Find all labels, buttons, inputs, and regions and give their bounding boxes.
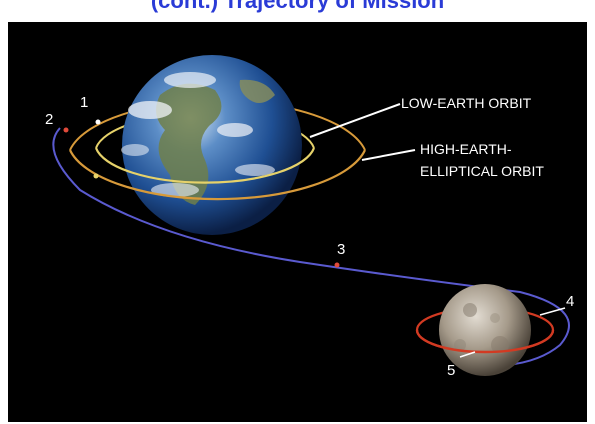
high-earth-orbit-front <box>69 149 366 201</box>
marker-label-4: 4 <box>566 293 574 310</box>
label-low-earth-orbit: LOW-EARTH ORBIT <box>401 95 532 111</box>
marker-label-1: 1 <box>80 94 88 111</box>
leader-line-4 <box>539 307 566 316</box>
leader-line-low-earth <box>309 103 401 138</box>
marker-label-5: 5 <box>447 362 455 379</box>
lunar-orbit-front <box>415 329 555 354</box>
marker-dot-2 <box>63 127 69 133</box>
trajectory-path <box>52 127 570 367</box>
low-earth-orbit-front <box>94 147 316 184</box>
moon <box>439 284 531 376</box>
earth <box>121 55 302 235</box>
caption-text: (cont.) Trajectory of Mission <box>150 0 445 13</box>
marker-dot-1 <box>95 119 101 125</box>
leader-line-5 <box>459 351 476 358</box>
leader-line-high-earth <box>361 149 416 161</box>
marker-dot-3 <box>334 262 340 268</box>
marker-label-2: 2 <box>45 111 53 128</box>
label-high-earth-line1: HIGH-EARTH- <box>420 141 512 157</box>
marker-dot-low <box>93 173 99 179</box>
marker-label-3: 3 <box>337 241 345 258</box>
label-high-earth-line2: ELLIPTICAL ORBIT <box>420 163 544 179</box>
